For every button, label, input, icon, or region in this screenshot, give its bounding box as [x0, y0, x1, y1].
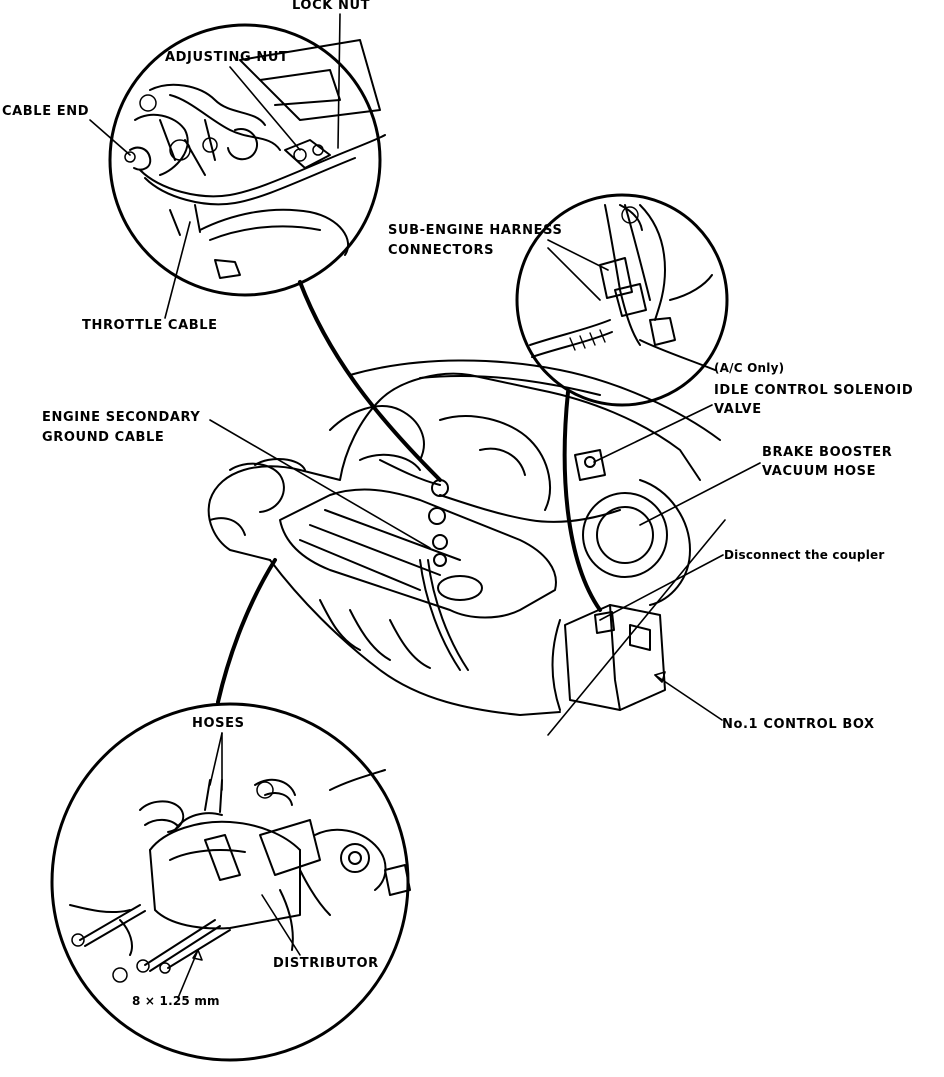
- lock-nut-label: LOCK NUT: [292, 0, 371, 13]
- cable-end-label: CABLE END: [2, 104, 90, 119]
- idle-control-label-line2: VALVE: [714, 402, 762, 417]
- sub-engine-harness-label-line2: CONNECTORS: [388, 243, 495, 258]
- sub-engine-harness-label-line1: SUB-ENGINE HARNESS: [388, 223, 563, 238]
- engine-leader-lines: [209, 404, 761, 736]
- distributor-connector-line: [216, 558, 277, 704]
- bolt-size-label: 8 × 1.25 mm: [132, 994, 220, 1008]
- harness-detail-circle: [515, 193, 729, 407]
- distributor-leader-lines: [177, 732, 301, 999]
- idle-control-label-line1: IDLE CONTROL SOLENOID: [714, 383, 914, 398]
- engine-ground-label-line1: ENGINE SECONDARY: [42, 410, 201, 425]
- throttle-connector-line: [298, 280, 442, 482]
- engine-block: [207, 359, 721, 716]
- distributor-label: DISTRIBUTOR: [273, 956, 379, 971]
- control-box-label: No.1 CONTROL BOX: [722, 717, 875, 732]
- throttle-leader-lines: [89, 13, 341, 319]
- engine-ground-label-line2: GROUND CABLE: [42, 430, 165, 445]
- brake-booster-label-line2: VACUUM HOSE: [762, 464, 877, 479]
- brake-booster-label-line1: BRAKE BOOSTER: [762, 445, 893, 460]
- ac-only-label: (A/C Only): [714, 361, 785, 375]
- harness-connector-line: [562, 390, 602, 612]
- harness-leader-lines: [547, 239, 609, 301]
- throttle-detail-circle: [108, 23, 386, 297]
- adjusting-nut-label: ADJUSTING NUT: [165, 50, 289, 65]
- disconnect-coupler-label: Disconnect the coupler: [724, 548, 885, 562]
- hoses-label: HOSES: [192, 716, 245, 731]
- throttle-cable-label: THROTTLE CABLE: [82, 318, 218, 333]
- distributor-detail-circle: [50, 702, 411, 1062]
